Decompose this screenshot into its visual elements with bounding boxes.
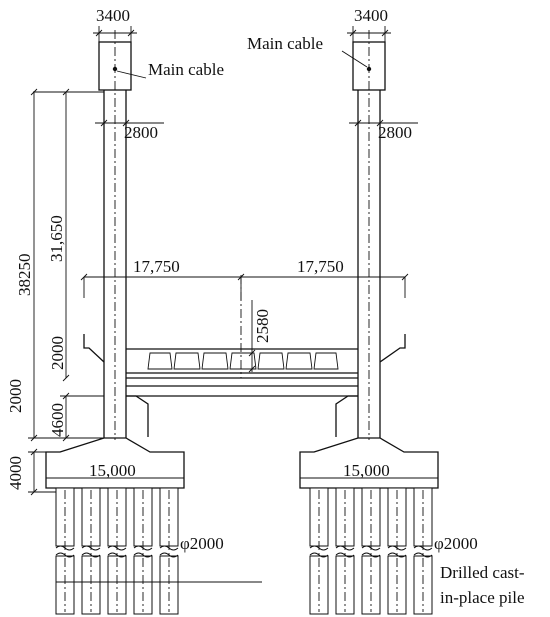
left-pile-lower-3: [107, 555, 127, 615]
deck-brackets: [83, 334, 406, 363]
half-span-dimension-line: [80, 273, 409, 300]
beam-depth-label: 4600: [48, 403, 67, 437]
right-pile-lower-1: [309, 555, 329, 615]
right-main-cable-label: Main cable: [247, 34, 323, 53]
right-tower-column: [357, 90, 381, 438]
left-cap-width-label: 15,000: [89, 461, 136, 480]
half-span-right-label: 17,750: [297, 257, 344, 276]
left-pile-group: [55, 487, 179, 615]
right-pile-group: [309, 487, 433, 615]
pile-type-label-line1: Drilled cast-: [440, 563, 525, 582]
left-pile-diameter-label: φ2000: [180, 534, 224, 553]
total-height-label: 38250: [15, 254, 34, 297]
cap-height-label: 4000: [6, 456, 25, 490]
right-column-width-label: 2800: [378, 123, 412, 142]
right-pile-lower-3: [361, 555, 381, 615]
right-pile-diameter-label: φ2000: [434, 534, 478, 553]
left-head-width-dimension: [93, 26, 137, 44]
girder-depth-label: 2580: [253, 309, 272, 343]
top-left-width-label: 3400: [96, 6, 130, 25]
left-main-cable-label: Main cable: [148, 60, 224, 79]
right-pile-lower-2: [335, 555, 355, 615]
upper-height-label: 31,650: [47, 215, 66, 262]
cross-beam: [126, 385, 358, 437]
beam-gap-label: 2000: [6, 379, 25, 413]
left-tower-column: [103, 90, 127, 438]
left-column-width-dimension: [95, 119, 164, 127]
left-pile-lower-1: [55, 555, 75, 615]
left-pile-lower-2: [81, 555, 101, 615]
half-span-left-label: 17,750: [133, 257, 180, 276]
left-column-width-label: 2800: [124, 123, 158, 142]
right-pile-cap: [299, 437, 439, 489]
left-pile-cap: [45, 437, 185, 489]
left-main-cable-leader: [116, 70, 147, 79]
top-right-width-label: 3400: [354, 6, 388, 25]
right-column-width-dimension: [349, 119, 418, 127]
left-pile-lower-4: [133, 555, 153, 615]
right-head-width-dimension: [347, 26, 391, 44]
deck-offset-label: 2000: [48, 336, 67, 370]
left-pile-lower-5: [159, 555, 179, 615]
right-main-cable-leader: [341, 50, 368, 68]
right-pile-lower-5: [413, 555, 433, 615]
right-pile-lower-4: [387, 555, 407, 615]
girder-cells: [147, 352, 339, 370]
pile-type-label-line2: in-place pile: [440, 588, 525, 607]
right-cap-width-label: 15,000: [343, 461, 390, 480]
